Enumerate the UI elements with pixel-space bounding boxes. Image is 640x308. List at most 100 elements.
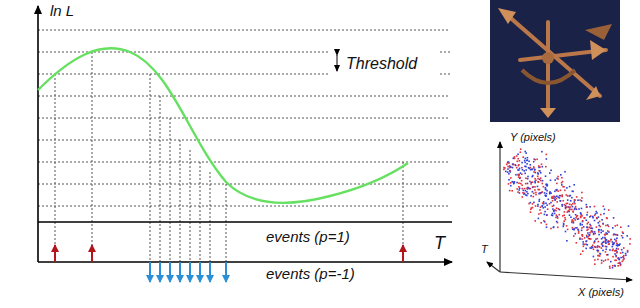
event-dot [524, 188, 526, 190]
event-dot [623, 259, 625, 261]
event-dot [528, 203, 530, 205]
event-dot [581, 192, 583, 194]
event-dot [523, 170, 525, 172]
event-dot [533, 196, 535, 198]
event-dot [556, 178, 558, 180]
event-dot [602, 237, 604, 239]
event-dot [603, 213, 605, 215]
event-dot [581, 197, 583, 199]
event-dot [575, 227, 577, 229]
event-dot [607, 224, 609, 226]
event-dot [595, 211, 597, 213]
event-dot [589, 206, 591, 208]
event-dot [536, 159, 538, 161]
event-dot [526, 163, 528, 165]
event-dot [556, 221, 558, 223]
event-dot [608, 226, 610, 228]
event-dot [576, 196, 578, 198]
event-dot [609, 267, 611, 269]
event-dot [572, 211, 574, 213]
event-dot [559, 197, 561, 199]
event-dot [599, 246, 601, 248]
event-dot [544, 195, 546, 197]
event-dot [578, 218, 580, 220]
event-dot [563, 214, 565, 216]
event-dot [598, 241, 600, 243]
event-dot [523, 193, 525, 195]
event-dot [598, 229, 600, 231]
event-dot [581, 238, 583, 240]
event-dot [533, 161, 535, 163]
event-dot [503, 167, 505, 169]
event-dot [561, 196, 563, 198]
event-dot [551, 197, 553, 199]
event-dot [507, 171, 509, 173]
event-dot [574, 199, 576, 201]
event-dot [508, 173, 510, 175]
event-dot [559, 209, 561, 211]
time-axis [38, 261, 452, 263]
event-dot [615, 250, 617, 252]
event-dot [510, 182, 512, 184]
event-dot [518, 186, 520, 188]
event-dot [577, 215, 579, 217]
event-dot [616, 252, 618, 254]
event-dot [592, 228, 594, 230]
event-dot [525, 166, 527, 168]
event-dot [606, 239, 608, 241]
event-dot [600, 214, 602, 216]
event-dot [561, 184, 563, 186]
event-dot [592, 245, 594, 247]
event-dot [567, 211, 569, 213]
event-dot [566, 194, 568, 196]
event-dot [529, 188, 531, 190]
event-dot [508, 161, 510, 163]
event-dot [512, 164, 514, 166]
event-dot [524, 162, 526, 164]
event-row-label: events (p=-1) [266, 266, 355, 283]
event-dot [609, 241, 611, 243]
event-dot [527, 187, 529, 189]
event-dot [602, 245, 604, 247]
weathervane-photo [490, 0, 620, 122]
event-dot [517, 158, 519, 160]
event-dot [522, 156, 524, 158]
event-dot [513, 183, 515, 185]
event-dot [510, 177, 512, 179]
event-dot [575, 233, 577, 235]
event-dot [569, 206, 571, 208]
event-dot [619, 243, 621, 245]
event-dot [596, 226, 598, 228]
event-dot [612, 267, 614, 269]
event-dot [580, 212, 582, 214]
event-dot [552, 213, 554, 215]
event-dot [546, 184, 548, 186]
event-dot [583, 217, 585, 219]
event-dot [516, 182, 518, 184]
event-dot [566, 203, 568, 205]
event-dot [579, 237, 581, 239]
event-dot [564, 211, 566, 213]
event-dot [613, 243, 615, 245]
event-dot [574, 199, 576, 201]
event-dot [545, 175, 547, 177]
event-dot [585, 244, 587, 246]
event-dot [513, 182, 515, 184]
event-dot [556, 189, 558, 191]
event-dot [559, 200, 561, 202]
event-row-label: events (p=1) [266, 229, 350, 246]
event-dot [545, 184, 547, 186]
event-dot [595, 213, 597, 215]
event-dot [508, 162, 510, 164]
event-dot [559, 195, 561, 197]
event-dot [506, 164, 508, 166]
event-dot [525, 158, 527, 160]
event-dot [579, 199, 581, 201]
event-dot [606, 254, 608, 256]
event-dot [562, 226, 564, 228]
event-dot [537, 205, 539, 207]
event-dot [599, 253, 601, 255]
axis-label: ln L [50, 3, 74, 20]
event-dot [524, 192, 526, 194]
